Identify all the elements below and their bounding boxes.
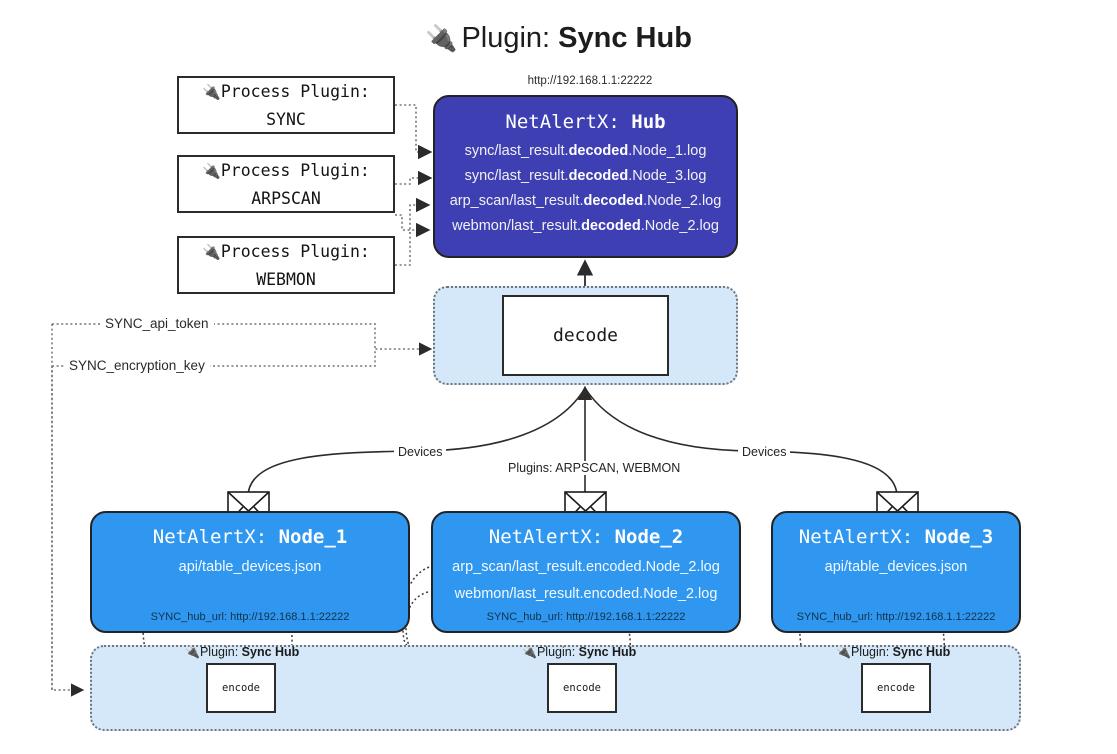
wire-tokens-to-encode-band: [51, 324, 85, 697]
hub-log-line: sync/last_result.decoded.Node_1.log: [465, 139, 707, 164]
node-title-prefix: NetAlertX:: [798, 526, 914, 548]
node-title-prefix: NetAlertX:: [488, 526, 604, 548]
wire-arpscan-to-hub: [395, 170, 433, 186]
node-log-line: api/table_devices.json: [824, 559, 968, 575]
plugin-tag-node2: 🔌Plugin: Sync Hub: [522, 645, 636, 659]
process-plugin-label: Process Plugin:: [220, 241, 370, 261]
plugin-tag-name: Sync Hub: [241, 645, 300, 659]
plug-icon: 🔌: [522, 645, 537, 659]
encode-box-node3[interactable]: encode: [861, 663, 931, 713]
plugin-tag-node1: 🔌Plugin: Sync Hub: [185, 645, 299, 659]
edge-label-devices-right: Devices: [738, 445, 791, 459]
wire-sync-to-hub: [395, 104, 433, 160]
plug-icon: 🔌: [202, 82, 221, 101]
hub-node[interactable]: NetAlertX: Hub sync/last_result.decoded.…: [433, 95, 738, 258]
node-log-line: webmon/last_result.encoded.Node_2.log: [454, 586, 718, 602]
node-hub-url-footer: SYNC_hub_url: http://192.168.1.1:22222: [796, 611, 996, 623]
hub-log-pre: sync/last_result.: [464, 143, 569, 159]
plug-icon: 🔌: [202, 161, 221, 180]
hub-log-post: .Node_1.log: [628, 143, 707, 159]
hub-log-line: sync/last_result.decoded.Node_3.log: [465, 164, 707, 189]
process-plugin-name: ARPSCAN: [251, 188, 321, 208]
hub-log-post: .Node_2.log: [640, 218, 719, 234]
edge-label-devices-left: Devices: [394, 445, 447, 459]
page-title-prefix: Plugin:: [461, 22, 551, 54]
plug-icon: 🔌: [425, 23, 458, 53]
plug-icon: 🔌: [836, 645, 851, 659]
node-title-name: Node_3: [924, 526, 994, 548]
hub-log-pre: webmon/last_result.: [452, 218, 582, 234]
plugin-tag-prefix: Plugin:: [850, 645, 890, 659]
wire-webmon-to-hub-2: [395, 214, 431, 238]
plug-icon: 🔌: [185, 645, 200, 659]
wire-node1-to-decode: [247, 387, 586, 498]
wire-webmon-to-hub: [395, 197, 431, 266]
hub-log-bold: decoded: [583, 193, 644, 209]
hub-log-bold: decoded: [581, 218, 641, 234]
sync-encryption-key-label: SYNC_encryption_key: [64, 358, 210, 373]
hub-log-line: arp_scan/last_result.decoded.Node_2.log: [450, 189, 722, 214]
hub-log-bold: decoded: [568, 168, 629, 184]
wire-node3-to-decode: [584, 387, 898, 498]
page-title: 🔌Plugin: Sync Hub: [0, 16, 1117, 60]
plugin-tag-node3: 🔌Plugin: Sync Hub: [836, 645, 950, 659]
node-log-line: arp_scan/last_result.encoded.Node_2.log: [452, 559, 720, 575]
hub-log-pre: arp_scan/last_result.: [449, 193, 584, 209]
node-card-node2[interactable]: NetAlertX: Node_2 arp_scan/last_result.e…: [431, 511, 741, 633]
process-plugin-name: SYNC: [266, 109, 306, 129]
hub-url-label: http://192.168.1.1:22222: [527, 75, 653, 87]
page-title-name: Sync Hub: [558, 22, 692, 54]
process-plugin-name: WEBMON: [256, 269, 316, 289]
encode-box-node2[interactable]: encode: [547, 663, 617, 713]
process-plugin-webmon[interactable]: 🔌Process Plugin: WEBMON: [177, 236, 395, 294]
node-hub-url-footer: SYNC_hub_url: http://192.168.1.1:22222: [150, 611, 350, 623]
process-plugin-arpscan[interactable]: 🔌Process Plugin: ARPSCAN: [177, 155, 395, 213]
node-title-name: Node_2: [614, 526, 684, 548]
process-plugin-label: Process Plugin:: [220, 81, 370, 101]
hub-log-line: webmon/last_result.decoded.Node_2.log: [452, 214, 719, 239]
decode-box[interactable]: decode: [502, 295, 669, 376]
hub-log-pre: sync/last_result.: [464, 168, 569, 184]
hub-log-post: .Node_2.log: [643, 193, 722, 209]
node-title-prefix: NetAlertX:: [152, 526, 268, 548]
sync-api-token-label: SYNC_api_token: [100, 316, 214, 331]
plug-icon: 🔌: [202, 242, 221, 261]
edge-label-plugins: Plugins: ARPSCAN, WEBMON: [504, 461, 685, 475]
node-card-node3[interactable]: NetAlertX: Node_3 api/table_devices.json…: [771, 511, 1021, 633]
hub-log-bold: decoded: [568, 143, 629, 159]
node-title-name: Node_1: [278, 526, 348, 548]
process-plugin-label: Process Plugin:: [220, 160, 370, 180]
encode-box-node1[interactable]: encode: [206, 663, 276, 713]
node-card-node1[interactable]: NetAlertX: Node_1 api/table_devices.json…: [90, 511, 410, 633]
hub-title-name: Hub: [631, 111, 666, 133]
hub-title-prefix: NetAlertX:: [505, 111, 620, 133]
node-hub-url-footer: SYNC_hub_url: http://192.168.1.1:22222: [486, 611, 686, 623]
node-log-line: api/table_devices.json: [178, 559, 322, 575]
plugin-tag-prefix: Plugin:: [536, 645, 576, 659]
process-plugin-sync[interactable]: 🔌Process Plugin: SYNC: [177, 76, 395, 134]
plugin-tag-prefix: Plugin:: [199, 645, 239, 659]
hub-log-post: .Node_3.log: [628, 168, 707, 184]
plugin-tag-name: Sync Hub: [892, 645, 951, 659]
plugin-tag-name: Sync Hub: [578, 645, 637, 659]
